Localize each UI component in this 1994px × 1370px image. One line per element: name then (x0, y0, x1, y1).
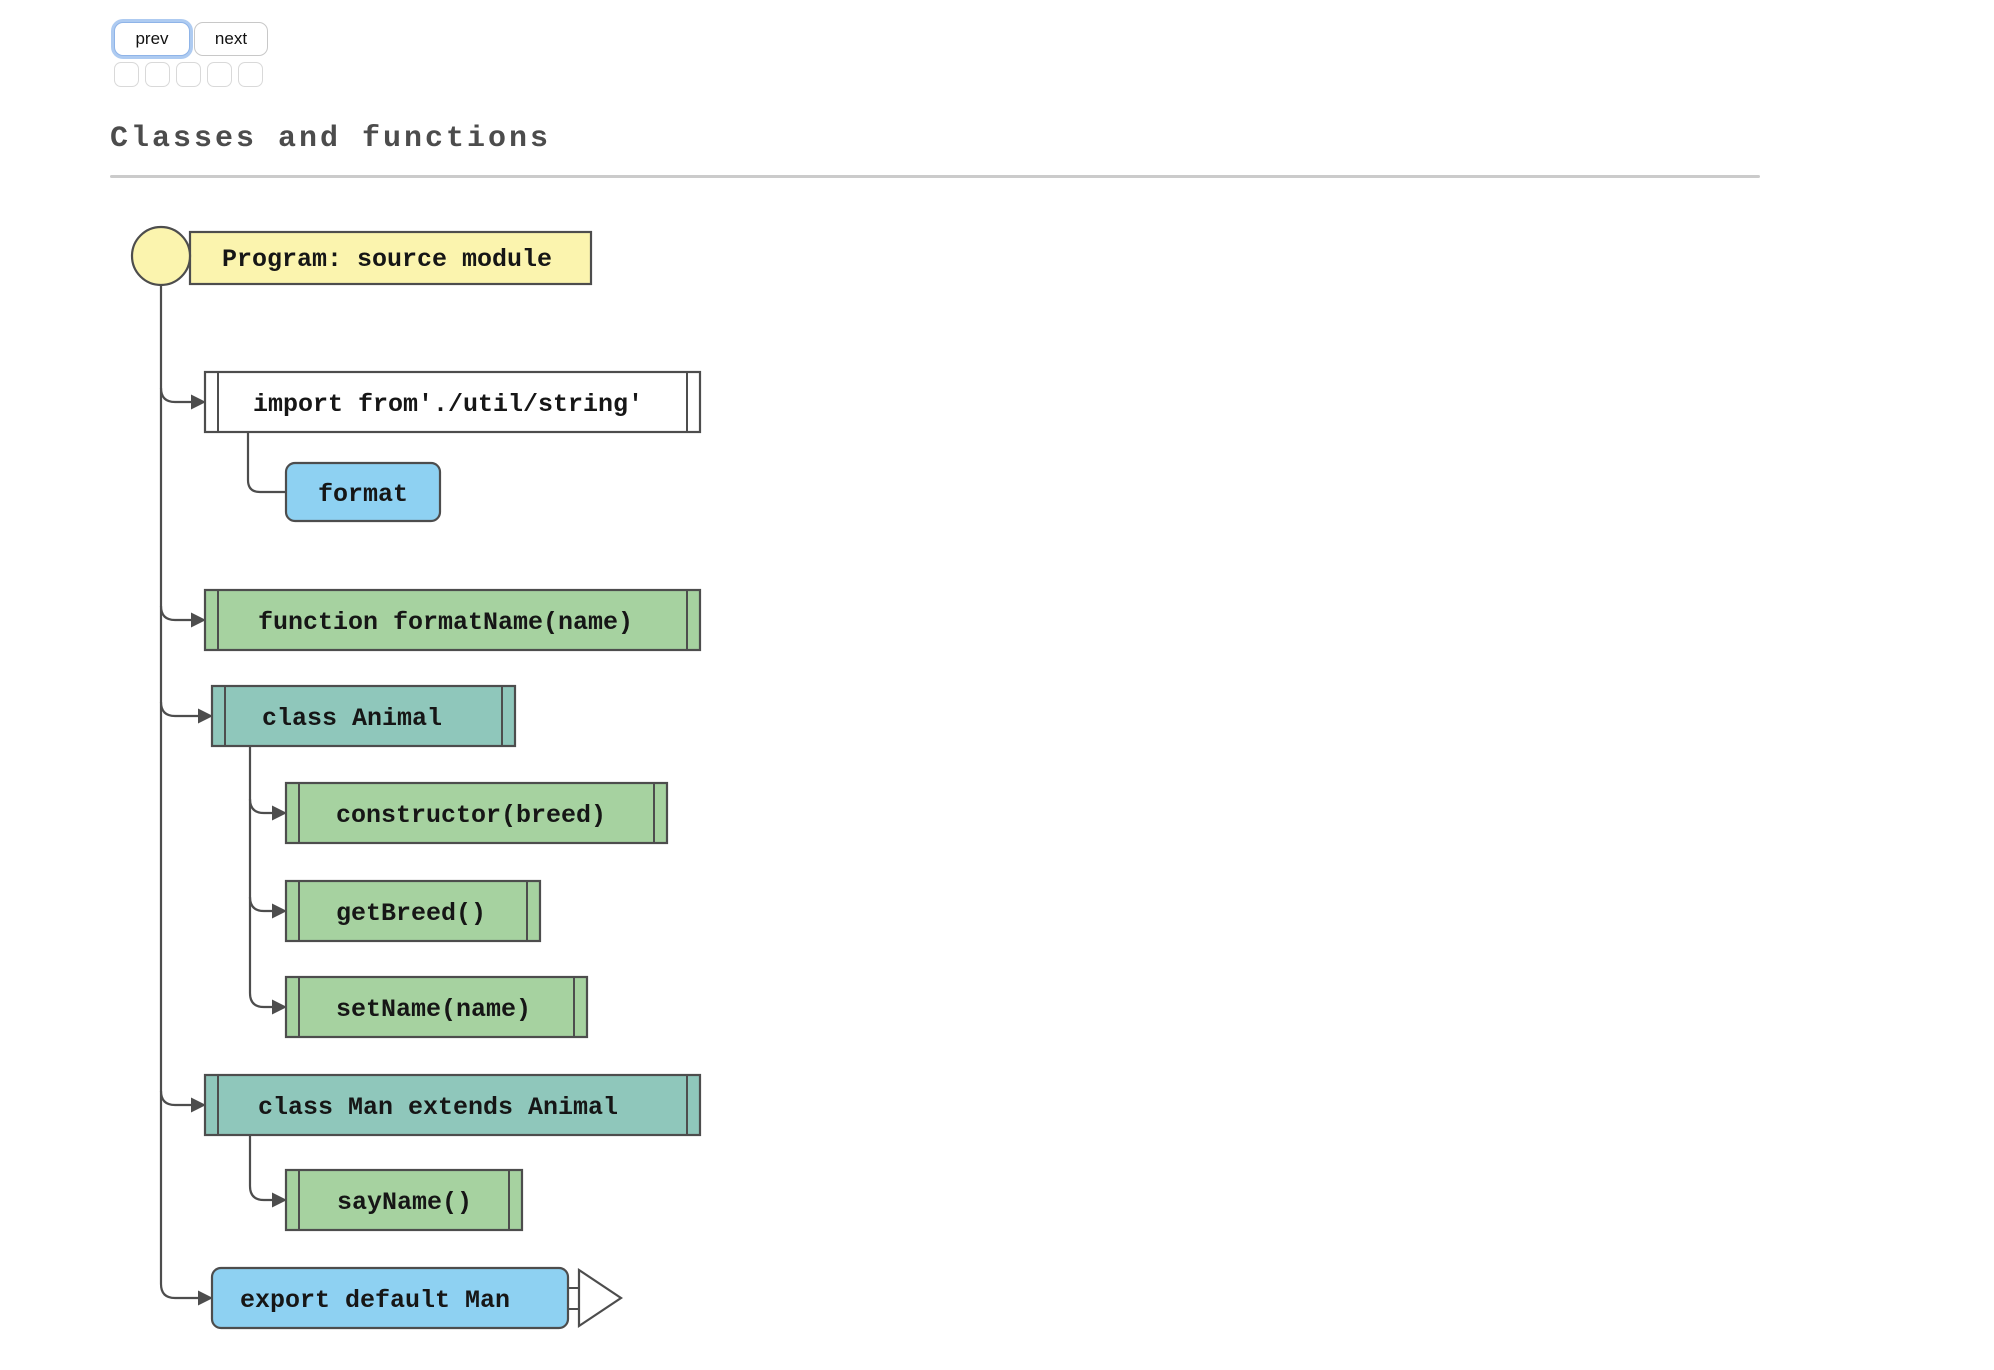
toolbar-slot-button-5[interactable] (238, 62, 263, 87)
node-program: Program: source module (130, 225, 593, 287)
node-method-getbreed: getBreed() (284, 879, 542, 943)
node-class-animal: class Animal (210, 684, 517, 748)
branch-function-connector (159, 605, 191, 622)
node-label: setName(name) (336, 995, 531, 1024)
program-circle-icon (130, 225, 192, 287)
arrowhead-getbreed-icon (272, 903, 287, 919)
node-method-sayname: sayName() (284, 1168, 524, 1232)
node-method-constructor: constructor(breed) (284, 781, 669, 845)
toolbar-slot-button-1[interactable] (114, 62, 139, 87)
page-title: Classes and functions (110, 122, 552, 156)
next-button[interactable]: next (194, 22, 268, 56)
node-class-man: class Man extends Animal (203, 1073, 702, 1137)
node-label: function formatName(name) (258, 608, 633, 637)
import-format-connector (246, 432, 287, 494)
title-divider (110, 175, 1760, 178)
branch-getbreed-connector (248, 896, 272, 913)
branch-class-man-connector (159, 1090, 191, 1107)
node-import-declaration: import from'./util/string' (203, 370, 702, 434)
trunk-connector (159, 285, 198, 1300)
arrowhead-class-animal-icon (198, 708, 213, 724)
branch-class-animal-connector (159, 701, 198, 718)
arrowhead-setname-icon (272, 999, 287, 1015)
node-export-default: export default Man (210, 1266, 623, 1330)
arrowhead-import-icon (191, 394, 206, 410)
toolbar-slot-button-4[interactable] (207, 62, 232, 87)
node-label: export default Man (240, 1286, 510, 1315)
toolbar-slot-button-2[interactable] (145, 62, 170, 87)
branch-import-connector (159, 387, 191, 404)
node-label: class Animal (262, 704, 442, 733)
animal-subtrunk-connector (248, 746, 272, 1009)
man-subtrunk-connector (248, 1135, 272, 1202)
arrowhead-function-icon (191, 612, 206, 628)
arrowhead-export-icon (198, 1290, 213, 1306)
node-label: constructor(breed) (336, 801, 606, 830)
prev-button[interactable]: prev (114, 22, 190, 56)
node-label: import from'./util/string' (253, 390, 643, 419)
toolbar-slot-button-3[interactable] (176, 62, 201, 87)
node-function-formatname: function formatName(name) (203, 588, 702, 652)
export-triangle-icon (577, 1267, 623, 1329)
node-label: Program: source module (222, 245, 552, 274)
branch-constructor-connector (248, 798, 272, 815)
node-label: class Man extends Animal (258, 1093, 618, 1122)
arrowhead-sayname-icon (272, 1192, 287, 1208)
node-method-setname: setName(name) (284, 975, 589, 1039)
node-label: sayName() (337, 1188, 472, 1217)
node-label: getBreed() (336, 899, 486, 928)
arrowhead-constructor-icon (272, 805, 287, 821)
node-label: format (318, 480, 408, 509)
arrowhead-class-man-icon (191, 1097, 206, 1113)
node-import-specifier-format: format (284, 461, 442, 523)
